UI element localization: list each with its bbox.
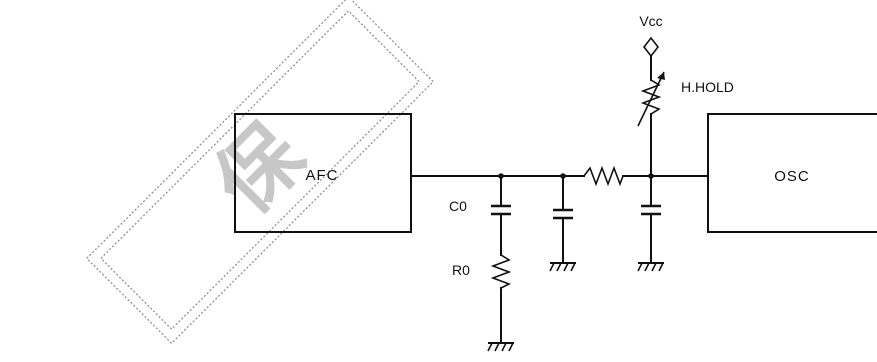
h-hold-adjust-arrow — [637, 71, 665, 127]
shunt-capacitor-middle — [549, 175, 576, 272]
ground-symbol-c2 — [637, 262, 664, 272]
watermark-outer-frame — [85, 0, 435, 345]
ground-symbol-c1 — [549, 262, 576, 272]
watermark-glyph: 保 — [197, 106, 323, 232]
osc-box — [707, 113, 877, 233]
h-hold-resistor — [640, 79, 662, 115]
vcc-hhold-branch: Vcc H.HOLD — [637, 13, 734, 177]
vcc-label: Vcc — [639, 13, 662, 29]
shunt-capacitor-right — [637, 175, 664, 272]
osc-label: OSC — [774, 168, 810, 185]
watermark-inner-frame — [100, 10, 420, 330]
h-hold-label: H.HOLD — [681, 79, 734, 95]
h-hold-arrow-head — [657, 72, 665, 80]
ground-symbol-r0 — [487, 342, 514, 352]
afc-box — [234, 113, 412, 233]
osc-block: OSC — [707, 113, 877, 233]
r0-resistor — [490, 254, 512, 289]
series-resistor — [583, 165, 624, 187]
c0-label: C0 — [449, 198, 467, 214]
afc-block: AFC — [234, 113, 412, 233]
r0-label: R0 — [452, 262, 470, 278]
vcc-terminal — [642, 36, 660, 58]
c0-r0-branch: C0 R0 — [449, 175, 514, 352]
watermark-stamp: 保 — [85, 0, 435, 345]
afc-label: AFC — [306, 167, 339, 184]
